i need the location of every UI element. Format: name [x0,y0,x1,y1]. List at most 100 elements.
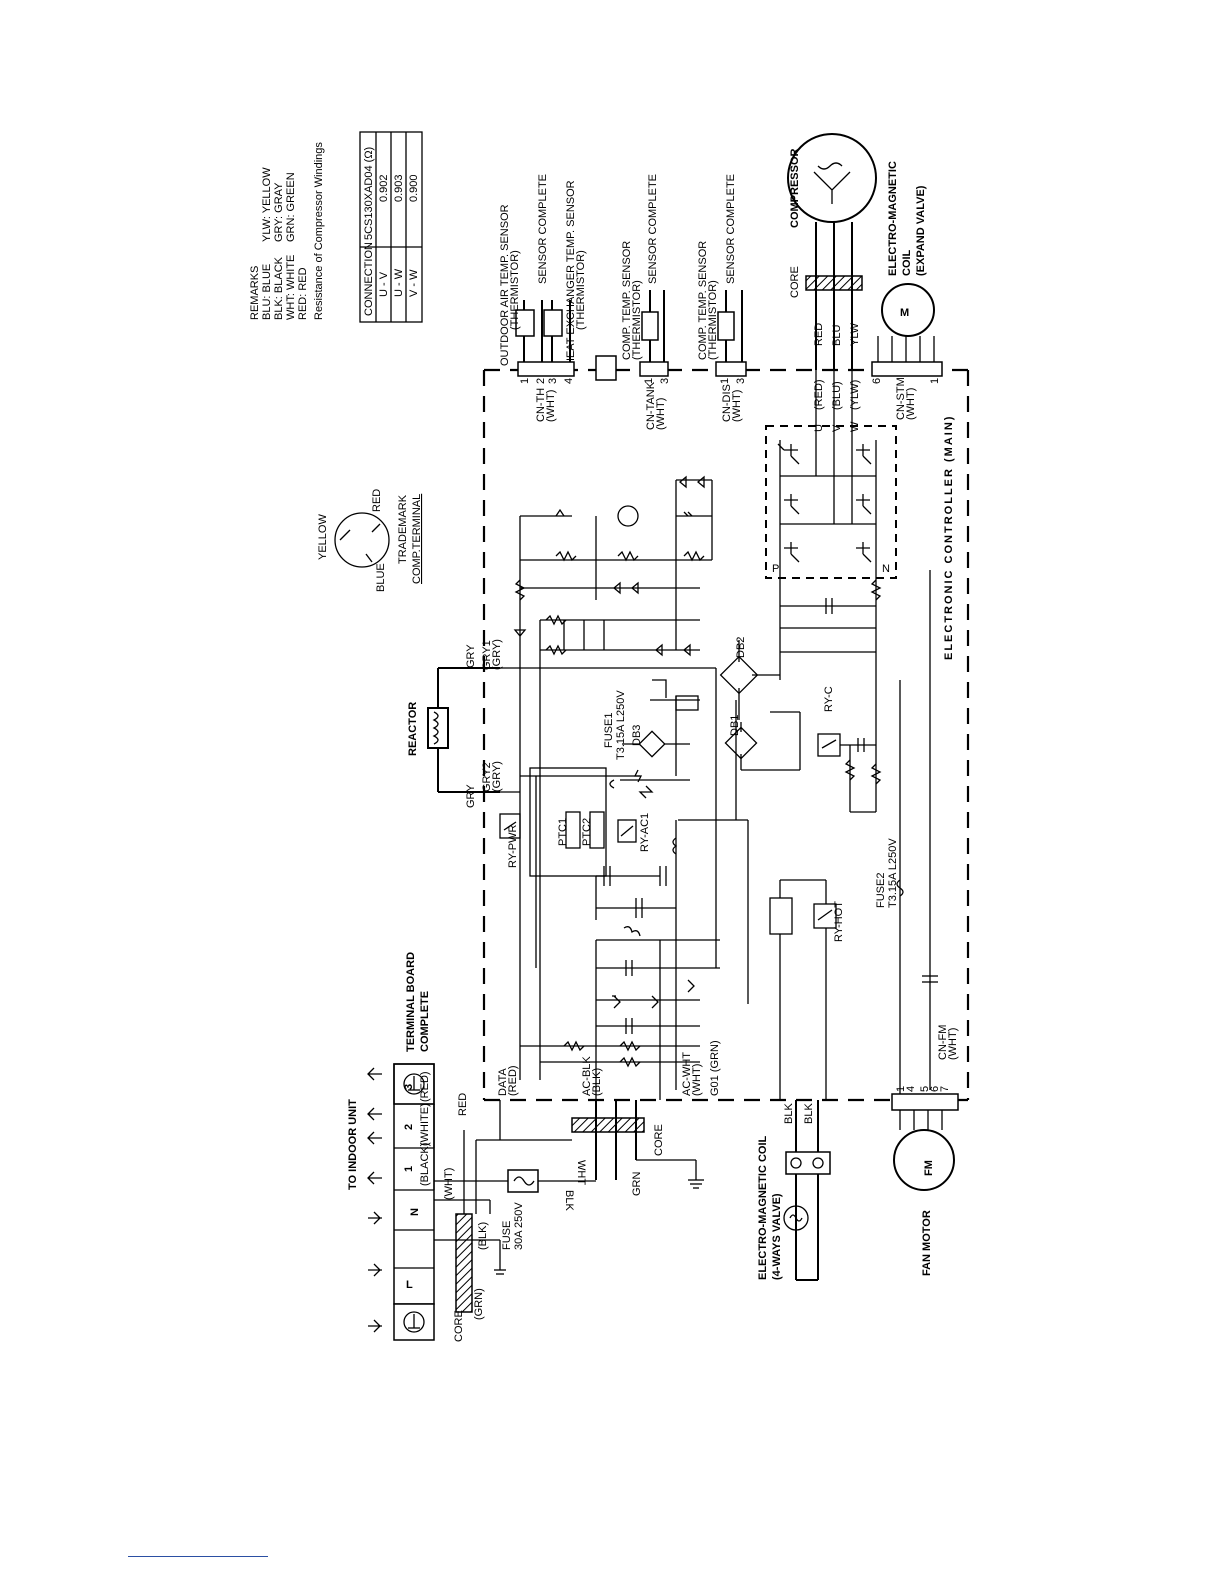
red-wire-label: RED [457,1093,469,1116]
main-core-bar [571,1117,645,1133]
fan-motor-symbol-label: FM [923,1160,935,1176]
comp-temp-sensor-2-body [717,311,735,341]
four-way-coil-symbol [783,1205,809,1231]
gry2-color: (GRY) [491,761,503,792]
db2-label: DB2 [735,637,747,658]
fuse1-rating: T3.15A L250V [615,690,627,760]
gry1-color: (GRY) [491,639,503,670]
compressor-tag-blu: (BLU) [831,381,843,410]
fan-motor-label: FAN MOTOR [921,1210,933,1276]
remarks-color-grn: GRN: GREEN [285,172,297,242]
four-way-valve: BLK BLK ELECTRO-MAGNETIC COIL (4-WAYS VA… [757,1100,831,1281]
terminal-grn-tag: (GRN) [473,1288,485,1320]
compressor-core [805,275,863,291]
cn-fm-label: CN-FM [937,1025,949,1060]
reactor-gry-top: GRY [465,644,477,668]
db3-section [609,679,700,799]
cn-tank-color: (WHT) [655,398,667,430]
compressor-core-label: CORE [789,266,801,298]
outdoor-air-sensor-label: OUTDOOR AIR TEMP. SENSOR [499,204,511,366]
compressor-tag-ylw: (YLW) [849,380,861,410]
cn-dis-pin-1: 1 [719,378,731,384]
cn-th-pin-2: 2 [535,378,547,384]
cn-fm-color: (WHT) [947,1028,959,1060]
terminal-1-color: (BLACK) [419,1143,431,1186]
cn-th-label: CN-TH [535,388,547,422]
terminal-core-label: CORE [453,1310,465,1342]
cn-fm-pin-1: 1 [895,1086,907,1092]
cn-fm-pin-6: 6 [929,1086,941,1092]
heat-exchanger-sensor-label: HEAT EXCHANGER TEMP. SENSOR [565,180,577,366]
terminal-l: L [406,1279,413,1291]
comp-temp-sensor-1-body [641,311,659,341]
compressor-symbol [787,133,877,223]
bus-n-label: N [882,563,890,575]
compressor-phase-v: V [831,424,843,432]
terminal-core [455,1213,473,1313]
comp-temp-sensor-2-complete: SENSOR COMPLETE [725,174,737,284]
ptc1-thermistor [565,811,581,849]
resistance-header-model: 5CS130XAD04 (Ω) [363,147,375,240]
expand-valve-group: M 6 1 CN-STM (WHT) ELECTRO-MAGNETIC COIL… [871,161,943,420]
sensor-group: OUTDOOR AIR TEMP. SENSOR (THERMISTOR) SE… [499,174,747,430]
resistance-row-uv-value: 0.902 [378,174,390,202]
cn-stm-label: CN-STM [895,377,907,420]
wht-wire-label: WHT [575,1160,587,1185]
terminal-wht-tag: (WHT) [443,1168,455,1200]
cn-dis-label: CN-DIS [721,384,733,422]
terminal-2: 2 [403,1124,415,1130]
expand-valve-label-1: ELECTRO-MAGNETIC [887,161,899,276]
ry-hot-section [769,570,938,1100]
cn-stm-color: (WHT) [905,388,917,420]
db1-label: DB1 [729,715,741,736]
cn-th-pin-3: 3 [547,378,559,384]
outdoor-air-sensor-body [515,309,535,337]
comp-terminal-yellow: YELLOW [317,514,329,560]
compressor-label: COMPRESSOR [789,148,801,228]
outdoor-air-sensor-complete: SENSOR COMPLETE [537,174,549,284]
ry-c-label: RY-C [823,686,835,712]
cn-fm-pin-5: 5 [919,1086,931,1092]
remarks-color-ylw: YLW: YELLOW [261,167,273,242]
terminal-board: L N 1 2 3 (BLACK) (WHITE) (RED) TERMINAL… [347,952,596,1342]
ry-hot-relay [813,903,837,929]
cn-stm-pin-1: 1 [929,378,941,384]
cn-dis-color: (WHT) [731,390,743,422]
four-way-blk-2: BLK [803,1103,815,1124]
cn-fm-pin-7: 7 [939,1086,951,1092]
fuse2-rating: T3.15A L250V [887,838,899,908]
gry-wires [500,667,749,1004]
relay-ptc-section [499,767,678,1090]
four-way-label-2: (4-WAYS VALVE) [771,1193,783,1280]
reactor-gry-bottom: GRY [465,784,477,808]
comp-terminal-red: RED [371,489,383,512]
ac-wht-color: (WHT) [691,1064,703,1096]
cn-th-connector [595,355,617,381]
data-label: DATA [497,1068,509,1096]
cn-tank-label: CN-TANK [645,381,657,430]
compressor-tag-red: (RED) [813,379,825,410]
terminal-3: 3 [403,1084,415,1090]
expand-valve-label-2: COIL [901,249,913,276]
cn-fm-pin-4: 4 [905,1086,917,1092]
remarks-color-wht: WHT: WHITE [285,255,297,320]
terminal-blk-tag: (BLK) [477,1222,489,1250]
remarks-title: REMARKS [249,266,261,320]
comp-terminal-symbol: YELLOW RED BLUE TRADEMARK COMP.TERMINAL [317,489,423,592]
ptc1-label: PTC1 [557,818,569,846]
terminal-2-color: (WHITE) [419,1103,431,1146]
compressor-wire-ylw: YLW [849,322,861,346]
cn-th-pin-4: 4 [563,378,575,384]
remarks-color-blk: BLK: BLACK [273,256,285,320]
resistance-row-uv-label: U - V [378,271,390,297]
fan-motor: FM FAN MOTOR 1 4 5 6 7 CN-FM (WHT) [891,1025,959,1276]
footer-rule [128,1556,268,1557]
fuse2-label: FUSE2 [875,873,887,908]
compressor-wire-red: RED [813,323,825,346]
reactor-coil [427,707,449,749]
cn-tank-pin-1: 1 [643,378,655,384]
cn-stm-pin-6: 6 [871,378,883,384]
ry-hot-heater [769,897,793,935]
